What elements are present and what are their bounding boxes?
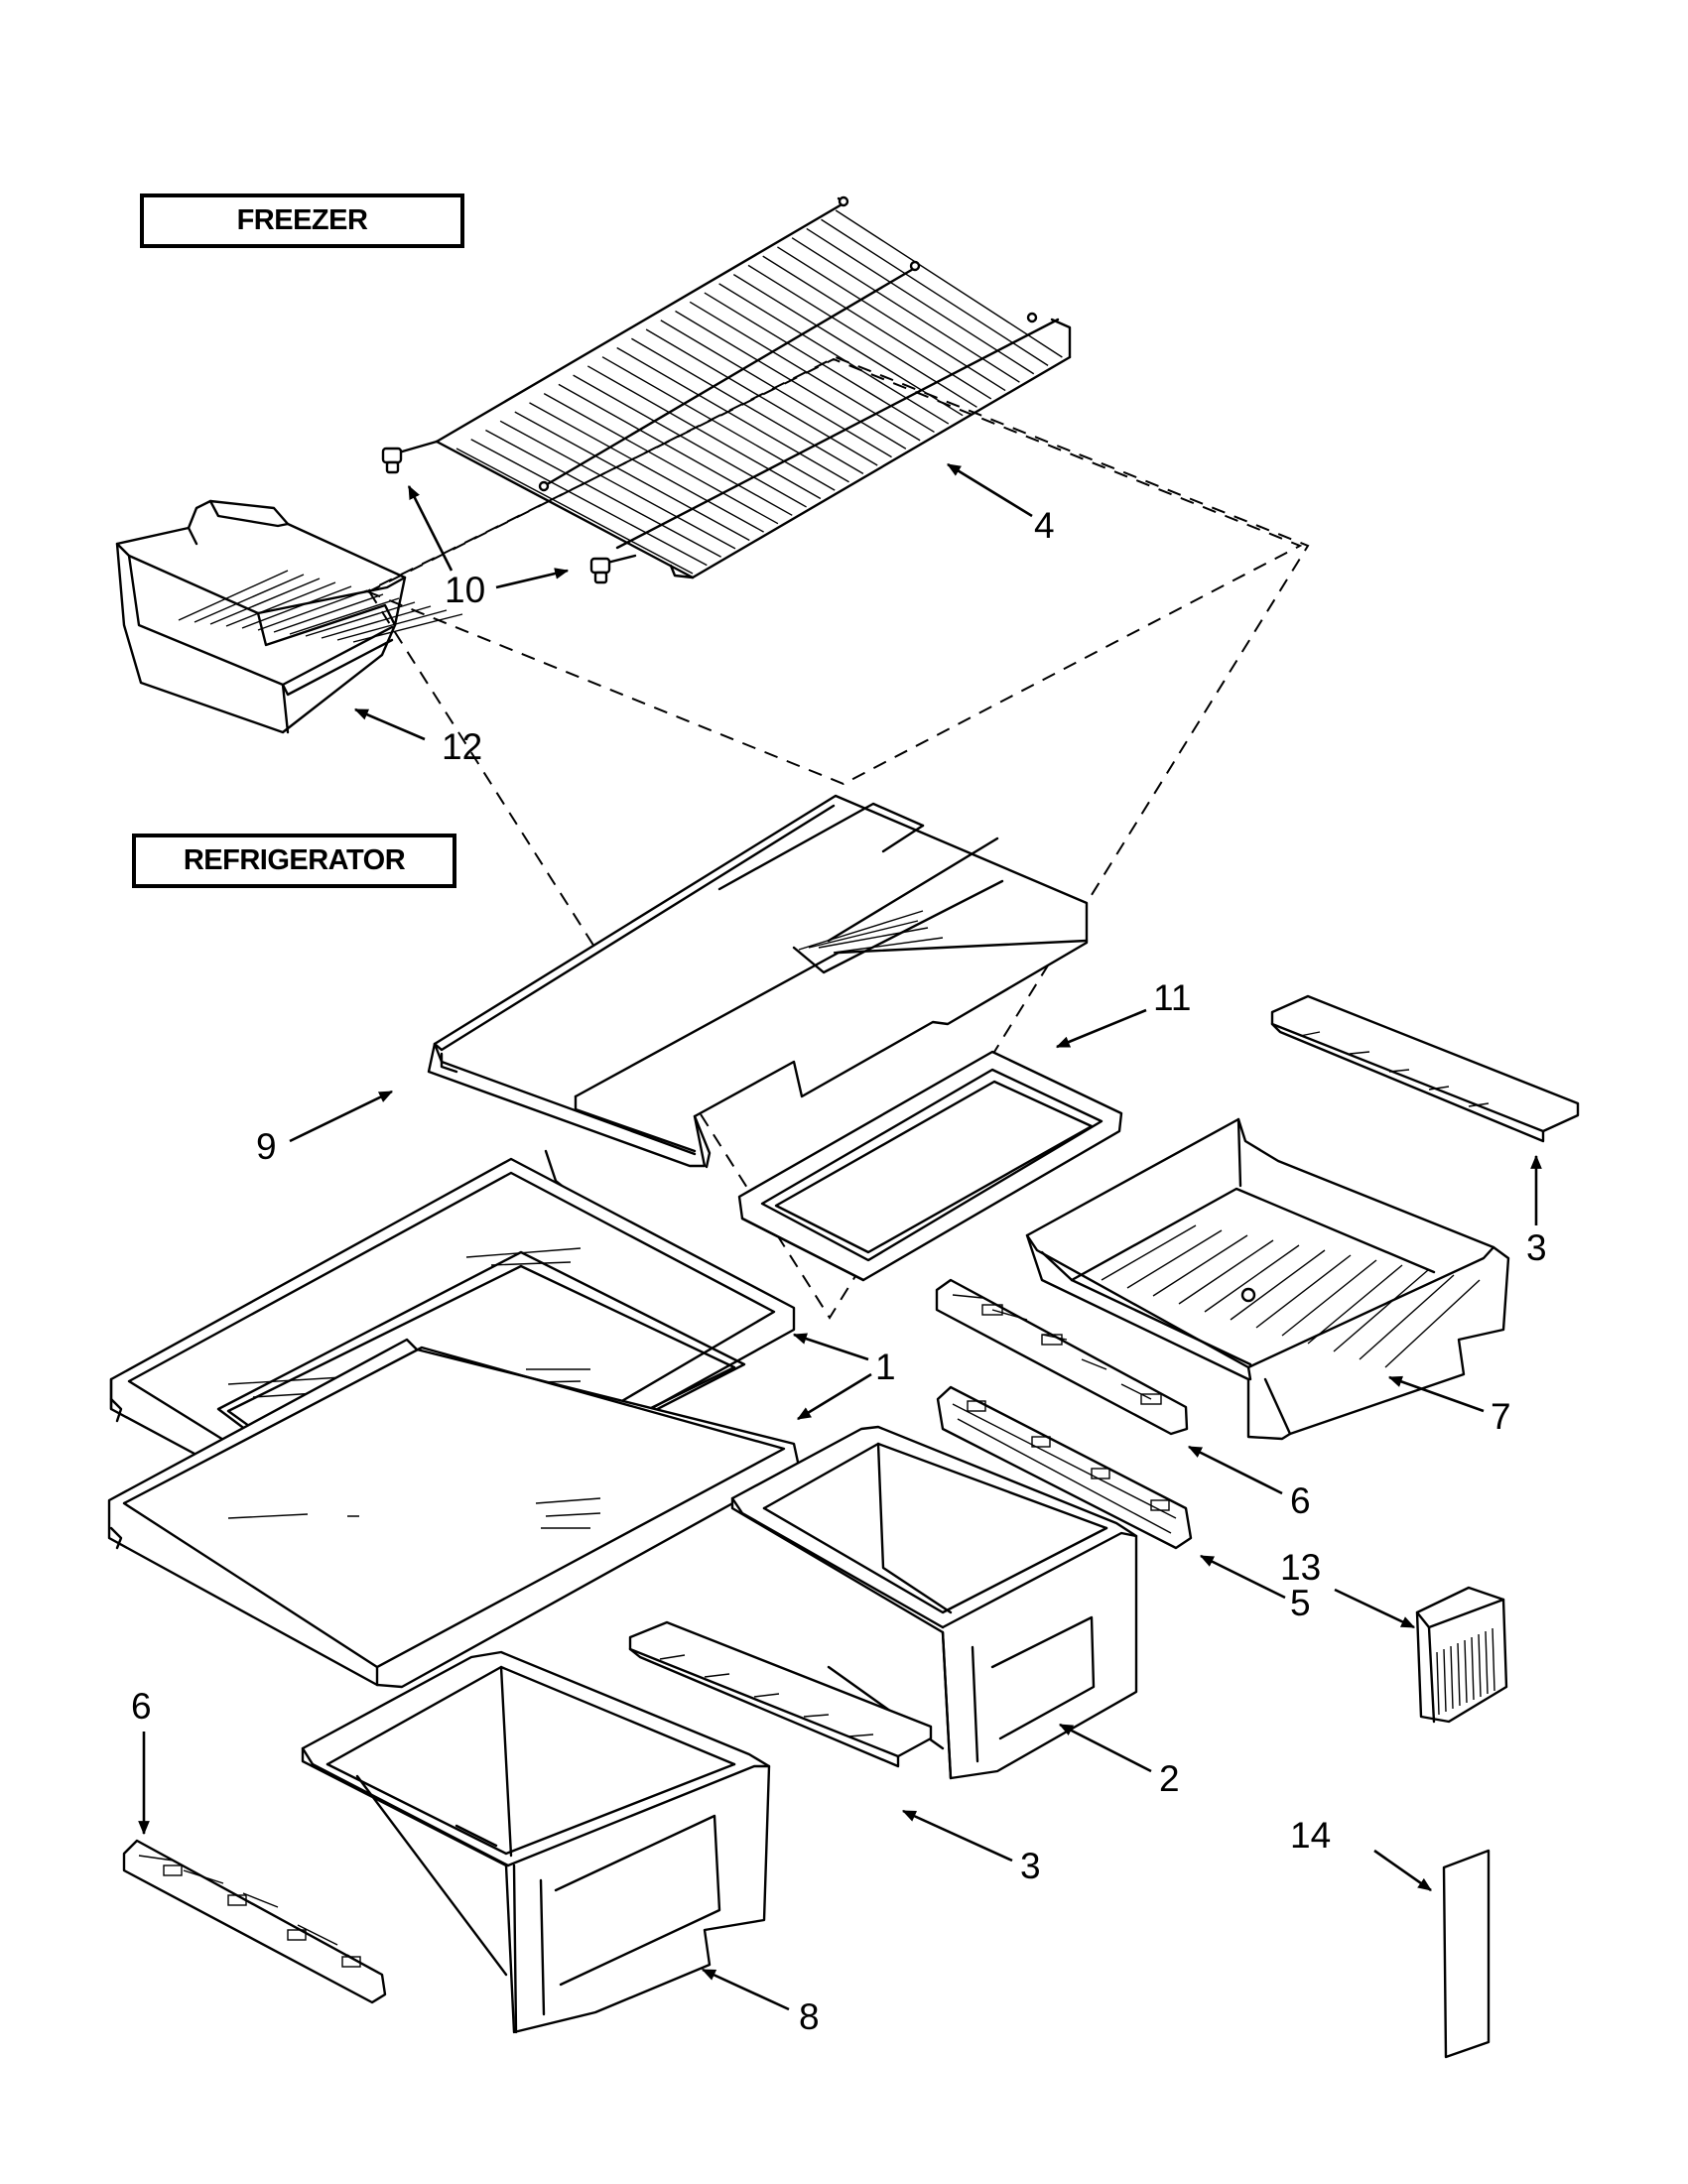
dashed-boundary: [369, 589, 834, 783]
air-filter-housing: [1415, 1586, 1508, 1724]
callout-1: 1: [875, 1347, 896, 1387]
glass-shelf-lower: [107, 1338, 801, 1689]
callout-2: 2: [1159, 1758, 1180, 1799]
callout-6-left: 6: [131, 1686, 152, 1727]
shelf-support-pin-upper: [381, 447, 403, 474]
filter-cartridge-insert: [1442, 1849, 1491, 2059]
refrigerator-section-label: REFRIGERATOR: [132, 834, 456, 888]
drawer-slide-rail-upper-right: [935, 1278, 1189, 1436]
callout-5: 5: [1290, 1583, 1311, 1623]
callout-3-upper: 3: [1526, 1227, 1547, 1268]
callout-14: 14: [1290, 1815, 1331, 1856]
callout-9: 9: [256, 1126, 277, 1167]
callout-4: 4: [1034, 505, 1055, 546]
drawer-cover-rail-lower: [628, 1620, 933, 1768]
callout-13: 13: [1280, 1547, 1321, 1588]
callout-leaders: [138, 462, 1542, 2011]
drawer-slide-rail-middle: [936, 1385, 1193, 1550]
drawer-cover-rail-upper: [1270, 994, 1580, 1143]
callout-11: 11: [1153, 977, 1191, 1018]
crisper-drawer-right: [1025, 1117, 1510, 1441]
freezer-wire-shelf: [390, 195, 1072, 579]
callout-12: 12: [442, 726, 482, 767]
callout-7: 7: [1491, 1396, 1511, 1437]
freezer-section-label: FREEZER: [140, 193, 464, 248]
callout-10: 10: [445, 570, 485, 610]
drawer-slide-rail-left: [122, 1839, 387, 2004]
shelf-support-pin-lower: [589, 557, 611, 584]
callout-8: 8: [799, 1996, 820, 2037]
callout-3-lower: 3: [1020, 1846, 1041, 1886]
crisper-drawer-left: [301, 1650, 771, 2034]
dashed-outline: [369, 357, 1308, 783]
freezer-basket: [115, 499, 463, 734]
callout-6-right: 6: [1290, 1480, 1311, 1521]
crisper-cover-glass-insert: [737, 1050, 1123, 1282]
